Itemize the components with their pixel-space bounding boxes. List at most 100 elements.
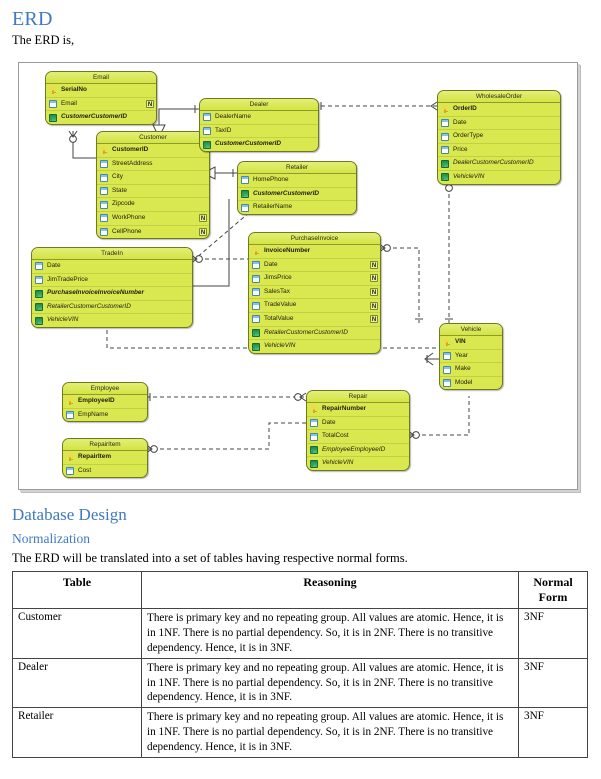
cell-reasoning: There is primary key and no repeating gr… (141, 657, 519, 709)
column-icon (100, 227, 108, 236)
entity-attribute: Date (307, 417, 409, 431)
cell-normal-form: 3NF (518, 608, 588, 659)
attribute-label: Email (61, 99, 77, 107)
attribute-label: RepairItem (78, 453, 112, 460)
column-icon (35, 275, 43, 284)
key-icon (49, 86, 57, 95)
entity-attribute: OrderType (438, 130, 560, 144)
entity-attribute: Date (438, 117, 560, 131)
column-icon (66, 466, 74, 475)
attribute-label: CellPhone (112, 227, 142, 235)
attribute-label: Zipcode (112, 200, 135, 208)
column-icon (241, 176, 249, 185)
attribute-label: TotalValue (264, 314, 294, 322)
cell-normal-form: 3NF (518, 707, 588, 759)
column-icon (443, 379, 451, 388)
attribute-label: EmpName (78, 410, 109, 418)
column-header-reasoning: Reasoning (141, 571, 519, 609)
attribute-label: VehicleVIN (47, 316, 79, 324)
attribute-label: CustomerCustomerID (61, 113, 128, 121)
foreign-key-icon (441, 159, 449, 168)
attribute-label: VIN (455, 338, 466, 345)
attribute-label: Model (455, 378, 473, 386)
entity-attribute: VehicleVIN (438, 171, 560, 184)
entity-attribute: CustomerCustomerID (238, 188, 356, 202)
foreign-key-icon (252, 342, 260, 351)
attribute-label: EmployeeID (78, 397, 115, 404)
entity-title: Email (46, 72, 156, 84)
cell-normal-form: 3NF (518, 657, 588, 709)
column-icon (310, 432, 318, 441)
entity-attribute: VIN (440, 336, 502, 350)
nullable-indicator: N (370, 301, 378, 310)
erd-intro-text: The ERD is, (12, 33, 75, 47)
entity-title: Vehicle (440, 324, 502, 336)
entity-attribute: DealerCustomerCustomerID (438, 157, 560, 171)
key-icon (66, 397, 74, 406)
attribute-label: Date (47, 262, 61, 269)
entity-attribute: JimTradePrice (32, 274, 192, 288)
cell-reasoning: There is primary key and no repeating gr… (141, 707, 519, 759)
column-icon (203, 126, 211, 135)
attribute-label: SerialNo (61, 86, 87, 93)
key-icon (310, 405, 318, 414)
entity-attribute: VehicleVIN (249, 340, 380, 353)
entity-title: Repair (307, 391, 409, 403)
attribute-label: RepairNumber (322, 405, 367, 412)
foreign-key-icon (203, 140, 211, 149)
cell-reasoning: There is primary key and no repeating gr… (141, 608, 519, 659)
column-icon (441, 132, 449, 141)
cell-table-name: Customer (12, 608, 142, 659)
nullable-indicator: N (199, 214, 207, 223)
entity-attribute: TotalCost (307, 430, 409, 444)
entity-attribute: Model (440, 377, 502, 390)
attribute-label: DealerCustomerCustomerID (453, 159, 534, 167)
attribute-label: City (112, 173, 124, 181)
entity-attribute: Year (440, 350, 502, 364)
attribute-label: RetailerCustomerCustomerID (264, 328, 348, 336)
entity-attribute: CustomerCustomerID (46, 111, 156, 124)
entity-attribute: CustomerID (97, 144, 209, 158)
column-icon (241, 203, 249, 212)
foreign-key-icon (35, 316, 43, 325)
entity-attribute: Make (440, 363, 502, 377)
nullable-indicator: N (370, 315, 378, 324)
column-icon (100, 159, 108, 168)
normalization-intro-text: The ERD will be translated into a set of… (12, 551, 408, 565)
attribute-label: Date (453, 118, 467, 126)
nullable-indicator: N (370, 287, 378, 296)
attribute-label: VehicleVIN (264, 342, 296, 350)
column-icon (203, 113, 211, 122)
entity-attribute: RepairNumber (307, 403, 409, 417)
foreign-key-icon (310, 459, 318, 468)
entity-attribute: CustomerCustomerID (200, 138, 318, 151)
entity-attribute: SerialNo (46, 84, 156, 98)
foreign-key-icon (310, 446, 318, 455)
entity-attribute: Date (32, 260, 192, 274)
attribute-label: CustomerCustomerID (253, 189, 320, 197)
